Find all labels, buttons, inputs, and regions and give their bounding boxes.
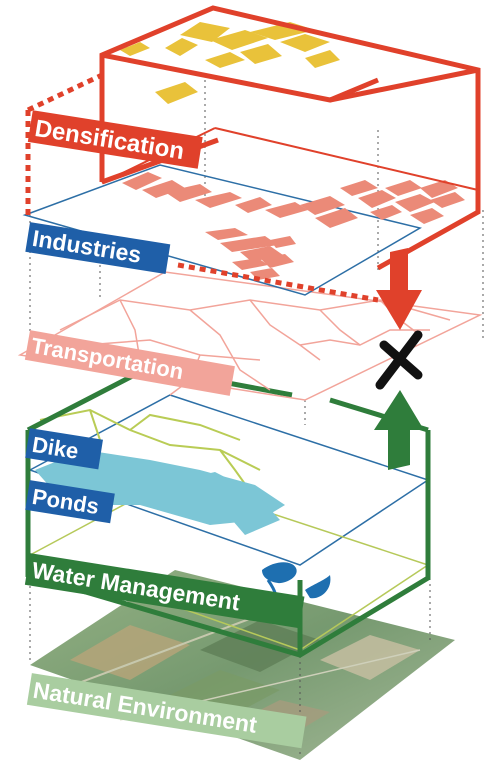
arrow-up-icon — [374, 390, 424, 470]
industry-buildings — [205, 228, 296, 280]
water-body — [262, 562, 297, 584]
label-ponds: Ponds — [25, 480, 115, 524]
label-industries: Industries — [25, 222, 171, 275]
cross-icon — [375, 330, 423, 390]
label-transportation: Transportation — [24, 330, 235, 396]
densification-red-buildings — [122, 172, 465, 228]
arrow-down-icon — [376, 248, 422, 330]
industries-layer — [22, 164, 422, 296]
label-densification: Densification — [27, 110, 203, 169]
densification-layer — [25, 5, 481, 303]
label-dike: Dike — [25, 428, 103, 470]
transportation-label-text: Transportation — [29, 333, 185, 384]
